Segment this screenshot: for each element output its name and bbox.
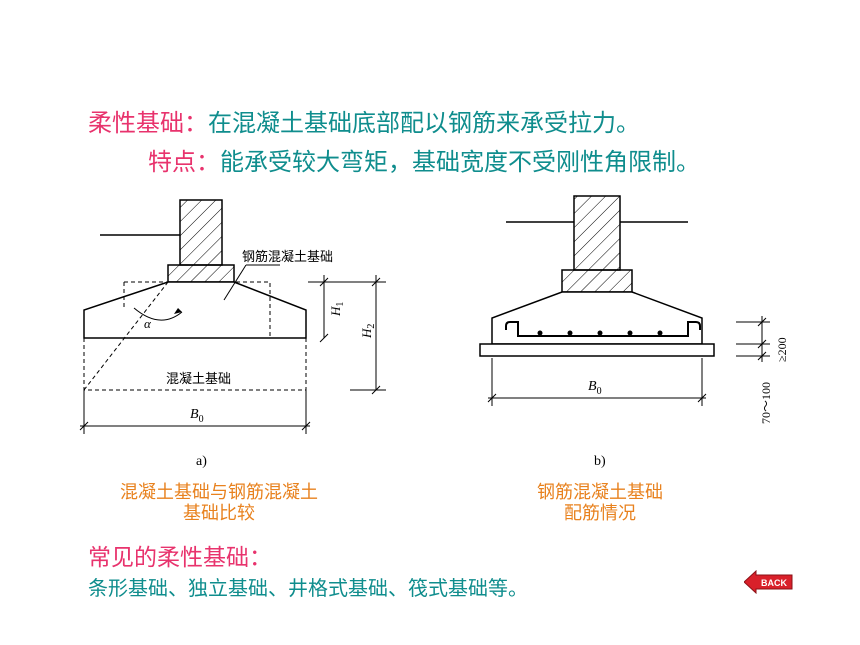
bedding-layer <box>479 343 715 357</box>
b0-label-a: B0 <box>190 407 204 425</box>
common-list: 条形基础、独立基础、井格式基础、筏式基础等。 <box>88 576 528 600</box>
column <box>179 199 223 266</box>
feature-label: 特点： <box>148 148 220 176</box>
flexible-foundation-label: 柔性基础： <box>88 109 208 137</box>
min-height-dim: ≥200 <box>775 337 789 362</box>
back-button[interactable]: BACK <box>744 570 794 594</box>
plain-foundation-label: 混凝土基础 <box>166 371 231 387</box>
main-rebar <box>505 321 701 337</box>
pedestal <box>167 264 235 283</box>
rigid-angle-line <box>83 281 169 391</box>
back-label: BACK <box>761 578 787 588</box>
h1-label: H1 <box>328 302 346 317</box>
figure-b-tag: b) <box>594 454 606 469</box>
diagram-b-reinforcement: B0 ≥200 70～100 b) <box>479 195 789 469</box>
column-b <box>573 195 621 271</box>
caption-a: 混凝土基础与钢筋混凝土 基础比较 <box>94 482 344 524</box>
intro-line-1: 柔性基础：在混凝土基础底部配以钢筋来承受拉力。 <box>88 103 640 138</box>
distribution-rebar-dots <box>537 330 663 336</box>
figure-a-tag: a) <box>196 454 207 469</box>
back-arrow-icon <box>744 570 793 594</box>
b0-label-b: B0 <box>588 379 602 397</box>
flexible-foundation-definition: 在混凝土基础底部配以钢筋来承受拉力。 <box>208 109 640 137</box>
caption-a-line2: 基础比较 <box>183 503 255 524</box>
pedestal-b <box>561 269 633 293</box>
diagram-a-comparison: α 钢筋混凝土基础 混凝土基础 H1 H2 B0 a) <box>79 199 386 469</box>
common-heading: 常见的柔性基础： <box>88 545 272 571</box>
rc-footing <box>83 281 307 339</box>
caption-b-line1: 钢筋混凝土基础 <box>537 482 663 503</box>
caption-a-line1: 混凝土基础与钢筋混凝土 <box>120 482 318 503</box>
feature-text: 能承受较大弯矩，基础宽度不受刚性角限制。 <box>220 148 700 176</box>
intro-line-2: 特点：能承受较大弯矩，基础宽度不受刚性角限制。 <box>148 142 700 177</box>
h2-label: H2 <box>359 324 377 339</box>
rc-foundation-label: 钢筋混凝土基础 <box>242 249 333 265</box>
caption-b: 钢筋混凝土基础 配筋情况 <box>510 482 690 524</box>
angle-label: α <box>144 316 152 331</box>
plain-concrete-outline <box>124 281 271 338</box>
rc-leader <box>223 264 247 301</box>
caption-b-line2: 配筋情况 <box>564 503 636 524</box>
angle-arc <box>133 307 183 321</box>
bedding-thickness-dim: 70～100 <box>759 382 773 424</box>
